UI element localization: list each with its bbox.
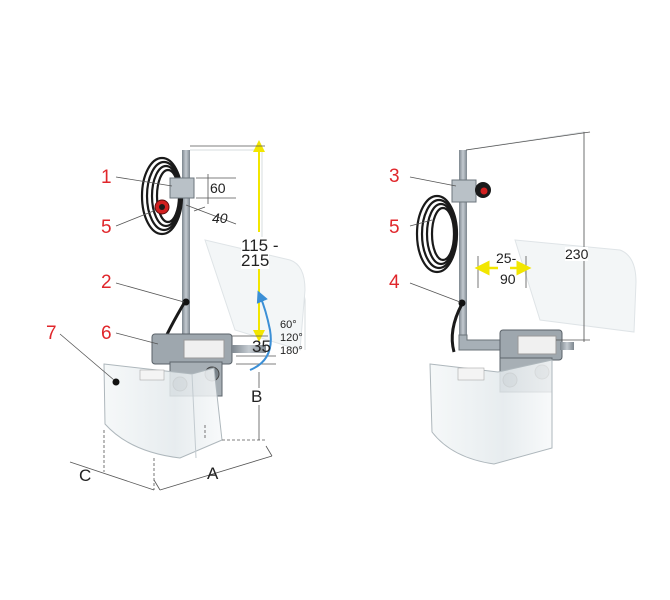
vertical-rod (182, 150, 190, 340)
dim-a: A (207, 464, 219, 483)
cable-run-right (450, 303, 464, 353)
callout-1: 1 (101, 167, 112, 188)
dim-height-bottom: 215 (241, 251, 270, 270)
rotation-angle-120: 120° (280, 332, 303, 344)
dim-b: B (251, 387, 263, 406)
callout-3: 3 (389, 166, 400, 187)
callout-6: 6 (101, 323, 112, 344)
clamp-block-right (451, 179, 477, 203)
clamp-block (169, 177, 195, 199)
callout-5-right: 5 (389, 217, 400, 238)
callout-5-left: 5 (101, 217, 112, 238)
left-leader-lines (59, 176, 185, 381)
dim-230: 230 (565, 246, 589, 262)
dim-40: 40 (212, 210, 228, 226)
elbow-arm (458, 334, 506, 351)
dim-height-top: 115 - (241, 236, 279, 255)
swing-ghost-panel-right (514, 239, 637, 333)
rod-joint (182, 298, 190, 306)
dim-offset-top: 25- (496, 250, 517, 266)
callout-4: 4 (389, 272, 400, 293)
dim-60: 60 (210, 180, 226, 196)
cable-coil-right (415, 194, 459, 274)
rod-joint-right (458, 299, 466, 307)
callout-2: 2 (101, 272, 112, 293)
swing-ghost-panel (204, 239, 306, 351)
rotation-angle-180: 180° (280, 345, 303, 357)
callout-7: 7 (46, 323, 57, 344)
rotation-angle-60: 60° (280, 319, 297, 331)
dim-35: 35 (252, 337, 271, 356)
right-product (409, 131, 637, 465)
right-leader-lines (409, 176, 461, 303)
protective-shield-right (429, 359, 553, 465)
dim-c: C (79, 466, 92, 485)
left-product (59, 140, 306, 491)
shield-marker-dot (112, 378, 120, 386)
dim-offset-bottom: 90 (500, 271, 516, 287)
rotation-arrow (249, 290, 272, 371)
vertical-rod-right (459, 150, 467, 340)
